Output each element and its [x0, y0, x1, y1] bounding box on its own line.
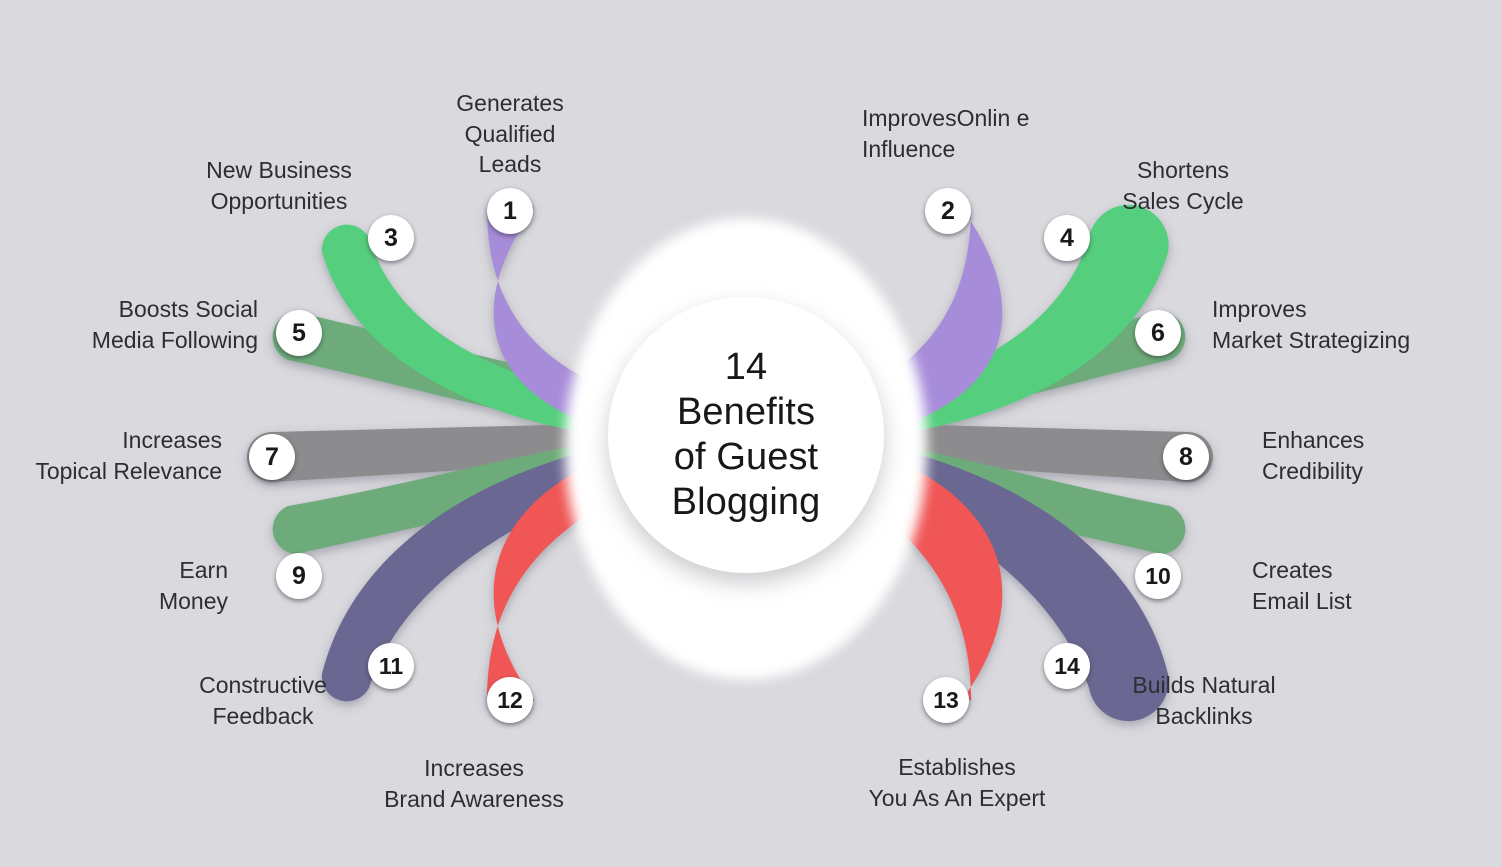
label-3: New Business Opportunities	[206, 157, 352, 214]
badge-4[interactable]: 4	[1044, 215, 1090, 261]
label-12: Increases Brand Awareness	[384, 755, 564, 812]
label-6: Improves Market Strategizing	[1212, 296, 1411, 353]
badge-3[interactable]: 3	[368, 215, 414, 261]
badge-13[interactable]: 13	[923, 677, 969, 723]
badge-11[interactable]: 11	[368, 643, 414, 689]
petal-1	[487, 193, 748, 450]
label-1: Generates Qualified Leads	[456, 90, 564, 178]
label-9: Earn Money	[158, 557, 228, 614]
label-7: Increases Topical Relevance	[35, 427, 222, 484]
badge-7[interactable]: 7	[249, 434, 295, 480]
badge-10[interactable]: 10	[1135, 553, 1181, 599]
center-title: 14 Benefits of Guest Blogging	[671, 345, 821, 524]
badge-12[interactable]: 12	[487, 677, 533, 723]
badge-6[interactable]: 6	[1135, 310, 1181, 356]
label-4: Shortens Sales Cycle	[1122, 157, 1244, 214]
label-14: Builds Natural Backlinks	[1132, 672, 1276, 729]
label-11: Constructive Feedback	[199, 672, 327, 729]
label-2: ImprovesOnlin e Influence	[862, 105, 1030, 162]
label-5: Boosts Social Media Following	[91, 296, 258, 353]
label-10: Creates Email List	[1252, 557, 1352, 614]
petal-12	[487, 420, 748, 715]
petal-2	[748, 207, 1003, 450]
badge-1[interactable]: 1	[487, 188, 533, 234]
petal-13	[748, 420, 1003, 701]
badge-14[interactable]: 14	[1044, 643, 1090, 689]
badge-8[interactable]: 8	[1163, 434, 1209, 480]
badge-2[interactable]: 2	[925, 188, 971, 234]
center-hub: 14 Benefits of Guest Blogging	[608, 297, 884, 573]
label-13: Establishes You As An Expert	[868, 754, 1046, 811]
badge-5[interactable]: 5	[276, 310, 322, 356]
badge-9[interactable]: 9	[276, 553, 322, 599]
label-8: Enhances Credibility	[1262, 427, 1365, 484]
